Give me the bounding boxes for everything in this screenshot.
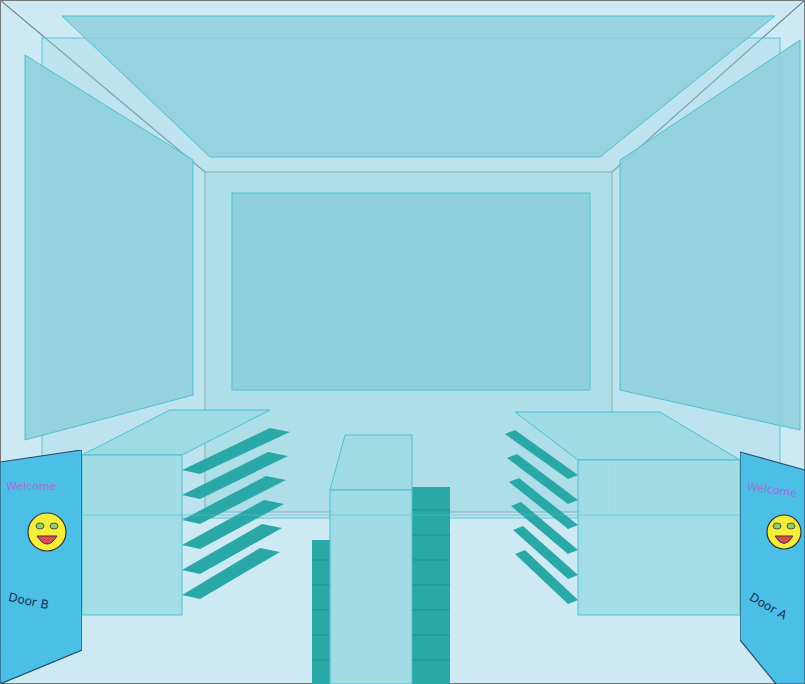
smiley-face [28, 513, 66, 551]
door-panel: WelcomeDoor A [740, 450, 805, 684]
welcome-sign: Welcome [6, 480, 56, 493]
door-panel: WelcomeDoor B [0, 450, 82, 684]
smiley-face [767, 515, 801, 549]
